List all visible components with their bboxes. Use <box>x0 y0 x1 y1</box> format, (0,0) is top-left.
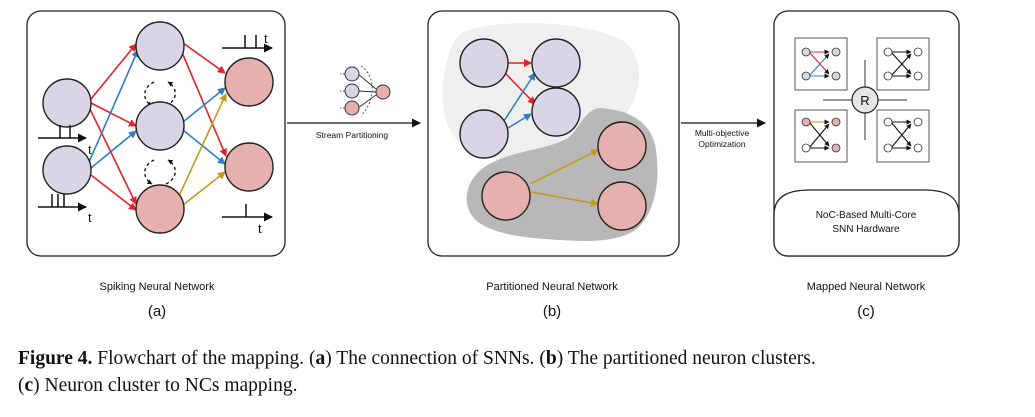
edge <box>503 71 536 105</box>
caption-ref-a: a <box>315 348 326 369</box>
mapping-flowchart: t t t t Spiking Neural Network (a) <box>26 10 960 320</box>
edge <box>182 87 226 123</box>
spike-train <box>38 194 87 212</box>
core-bottom-left <box>794 109 848 163</box>
optimization-label-line1: Multi-objective <box>695 128 750 138</box>
time-label: t <box>264 31 268 46</box>
panel-b-title: Partitioned Neural Network <box>486 281 618 293</box>
edge <box>182 129 226 165</box>
time-label: t <box>88 210 92 225</box>
neuron <box>597 121 647 171</box>
neuron <box>459 38 509 88</box>
edge <box>90 174 137 211</box>
hardware-label-line2: SNN Hardware <box>832 224 900 235</box>
edge <box>182 171 226 206</box>
caption-ref-c: c <box>24 375 34 396</box>
neuron-input <box>42 78 92 128</box>
neuron-hidden <box>135 21 185 71</box>
panel-a-title: Spiking Neural Network <box>100 281 215 293</box>
caption-text: ) Neuron cluster to NCs mapping. <box>33 375 298 396</box>
neuron-output <box>224 57 274 107</box>
neuron <box>597 181 647 231</box>
hardware-box <box>773 189 960 257</box>
panel-b: Partitioned Neural Network (b) <box>427 10 680 320</box>
caption-text: ) The partitioned neuron clusters. <box>556 348 816 369</box>
caption-text: Flowchart of the mapping. ( <box>92 348 316 369</box>
arrow-a-to-b: Stream Partitioning <box>287 65 421 140</box>
panel-c-title: Mapped Neural Network <box>807 281 926 293</box>
hardware-label-line1: NoC-Based Multi-Core <box>816 210 917 221</box>
spike-train <box>222 35 273 53</box>
stream-partitioning-label: Stream Partitioning <box>316 130 389 140</box>
caption-lead: Figure 4. <box>18 348 93 369</box>
edge <box>182 42 226 74</box>
neuron-hidden <box>135 101 185 151</box>
panel-c-letter: (c) <box>857 303 875 320</box>
caption-text: ) The connection of SNNs. ( <box>325 348 546 369</box>
neuron <box>531 87 581 137</box>
panel-a-letter: (a) <box>148 303 166 320</box>
core-bottom-right <box>876 109 930 163</box>
neuron-hidden <box>135 184 185 234</box>
neuron <box>459 109 509 159</box>
arrow-b-to-c: Multi-objective Optimization <box>681 118 766 149</box>
neuron-input <box>42 145 92 195</box>
time-label: t <box>88 142 92 157</box>
edge <box>530 191 599 207</box>
edge <box>507 113 532 129</box>
core-top-left <box>794 37 848 91</box>
neuron <box>481 171 531 221</box>
spike-train <box>38 125 87 143</box>
edge <box>90 43 137 100</box>
neuron-output <box>224 142 274 192</box>
mini-network-icon <box>340 65 391 117</box>
router-label: R <box>860 93 869 108</box>
edge <box>90 102 137 127</box>
caption-text: ( <box>18 375 25 396</box>
neuron <box>531 38 581 88</box>
edge <box>529 149 599 185</box>
caption-ref-b: b <box>545 348 557 369</box>
edge <box>88 49 139 163</box>
panel-a: t t t t Spiking Neural Network (a) <box>26 10 286 320</box>
spike-train <box>222 204 273 222</box>
edge <box>503 72 536 122</box>
figure-caption: Figure 4. Flowchart of the mapping. (a) … <box>18 345 1023 399</box>
panel-b-letter: (b) <box>543 303 561 320</box>
panel-c: NoC-Based Multi-Core SNN Hardware <box>773 10 960 320</box>
edge <box>180 49 227 157</box>
optimization-label-line2: Optimization <box>698 139 746 149</box>
edge <box>90 130 137 169</box>
router <box>851 86 879 114</box>
edge <box>88 106 137 205</box>
core-top-right <box>876 37 930 91</box>
time-label: t <box>258 221 262 236</box>
edge <box>178 93 227 197</box>
